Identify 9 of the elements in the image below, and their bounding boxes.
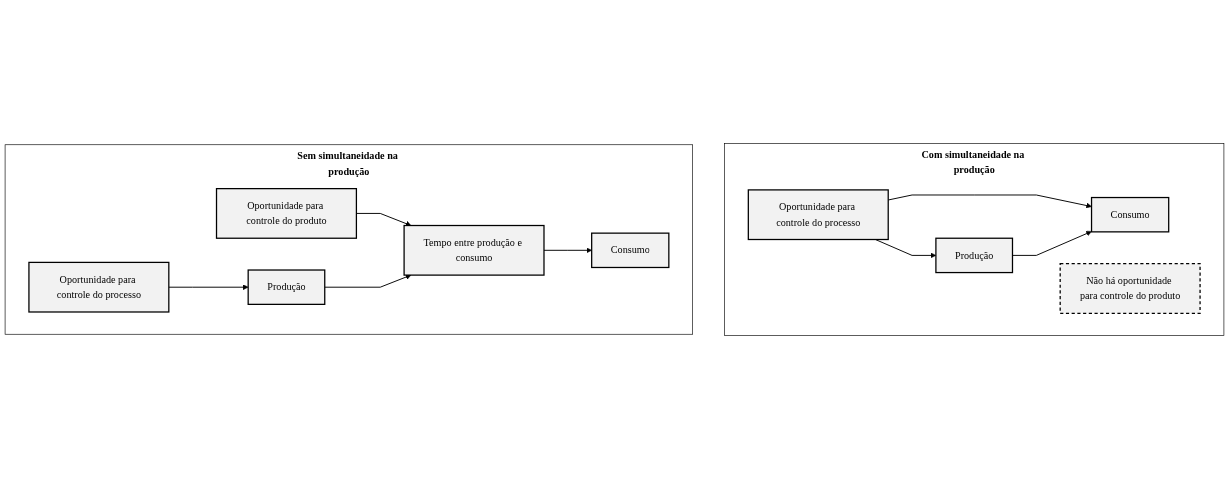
node-box: Oportunidade para controle do produto	[215, 188, 358, 239]
node-box: Produção	[935, 237, 1014, 274]
node-box: Consumo	[1090, 196, 1170, 233]
node-box: Tempo entre produção e consumo	[403, 224, 545, 276]
node-box: Oportunidade para controle do processo	[747, 189, 889, 241]
node-box: Oportunidade para controle do processo	[28, 261, 170, 313]
node-box: Produção	[247, 269, 326, 305]
node-box: Não há oportunidade para controle do produto	[1059, 263, 1201, 314]
node-box: Consumo	[591, 232, 670, 269]
